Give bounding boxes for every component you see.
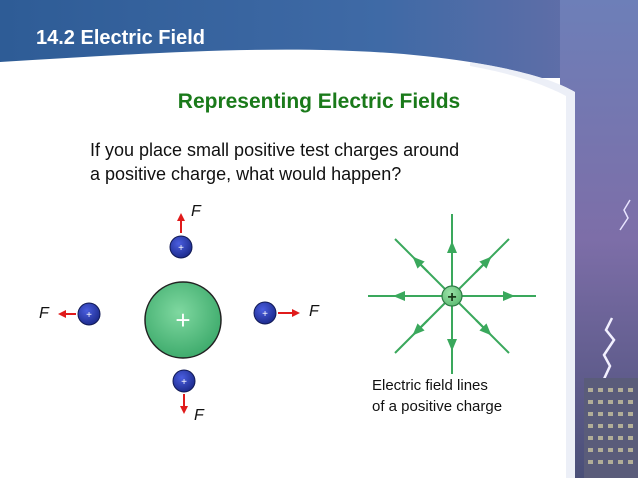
field-lines-caption: Electric field lines of a positive charg…: [372, 375, 502, 417]
test-charge-left-sign: +: [86, 310, 92, 321]
source-charge-sign: +: [447, 289, 456, 306]
test-charge-left: [77, 302, 101, 326]
lightning-icon: [596, 317, 616, 393]
test-charge-diagram: + + + + +: [58, 213, 300, 414]
test-charge-bottom-sign: +: [181, 377, 187, 388]
field-arrow-down-left: [412, 319, 429, 336]
section-title: 14.2 Electric Field: [36, 27, 205, 49]
force-label-top: F: [191, 203, 201, 220]
field-arrow-down-right: [475, 319, 492, 336]
force-label-right: F: [309, 303, 319, 320]
question-line-1: If you place small positive test charges…: [90, 140, 460, 160]
test-charge-top-sign: +: [178, 243, 184, 254]
test-charge-top: [169, 235, 193, 259]
field-arrow-up-left: [412, 256, 429, 273]
caption-line-1: Electric field lines: [372, 377, 488, 394]
force-label-bottom: F: [194, 407, 204, 424]
slide-subtitle: Representing Electric Fields: [177, 90, 461, 113]
source-positive-charge: [441, 285, 463, 307]
test-charge-bottom: [172, 369, 196, 393]
question-line-2: a positive charge, what would happen?: [90, 164, 402, 184]
field-lines-diagram: [368, 214, 536, 374]
central-charge-sign: +: [175, 305, 190, 335]
question-text: If you place small positive test charges…: [90, 138, 560, 186]
central-positive-charge: [144, 281, 222, 359]
caption-line-2: of a positive charge: [372, 398, 503, 415]
force-label-left: F: [39, 305, 49, 322]
test-charge-right: [253, 301, 277, 325]
field-arrow-up-right: [475, 256, 492, 273]
test-charge-right-sign: +: [262, 309, 268, 320]
